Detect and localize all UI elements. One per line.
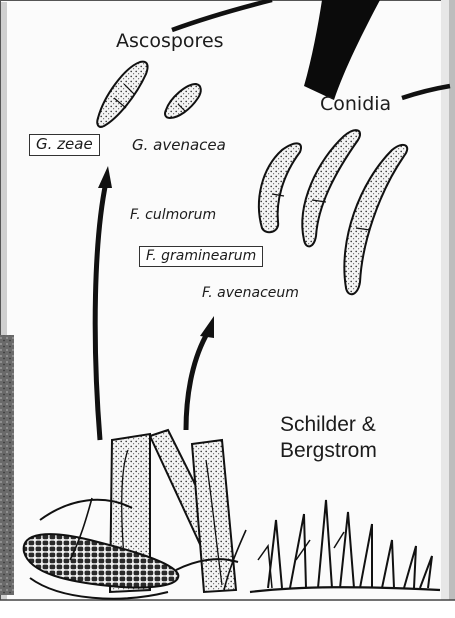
label-f-culmorum: F. culmorum <box>130 208 216 222</box>
label-g-avenacea: G. avenacea <box>132 138 226 153</box>
cycle-arc-top-left <box>172 0 272 30</box>
credit-line-1: Schilder & <box>280 412 377 438</box>
credit-line-2: Bergstrom <box>280 438 377 464</box>
label-g-zeae: G. zeae <box>29 134 100 156</box>
conidia-illustrations <box>259 130 407 294</box>
corn-cob <box>24 534 179 587</box>
label-ascospores: Ascospores <box>116 32 224 51</box>
credit-text: Schilder & Bergstrom <box>280 412 377 463</box>
ascospore-illustrations <box>97 62 201 127</box>
question-mark-shape <box>304 0 380 100</box>
corn-residue-illustration <box>24 430 440 599</box>
label-f-graminearum: F. graminearum <box>139 246 263 267</box>
label-conidia: Conidia <box>320 95 391 114</box>
label-f-avenaceum: F. avenaceum <box>202 286 299 300</box>
